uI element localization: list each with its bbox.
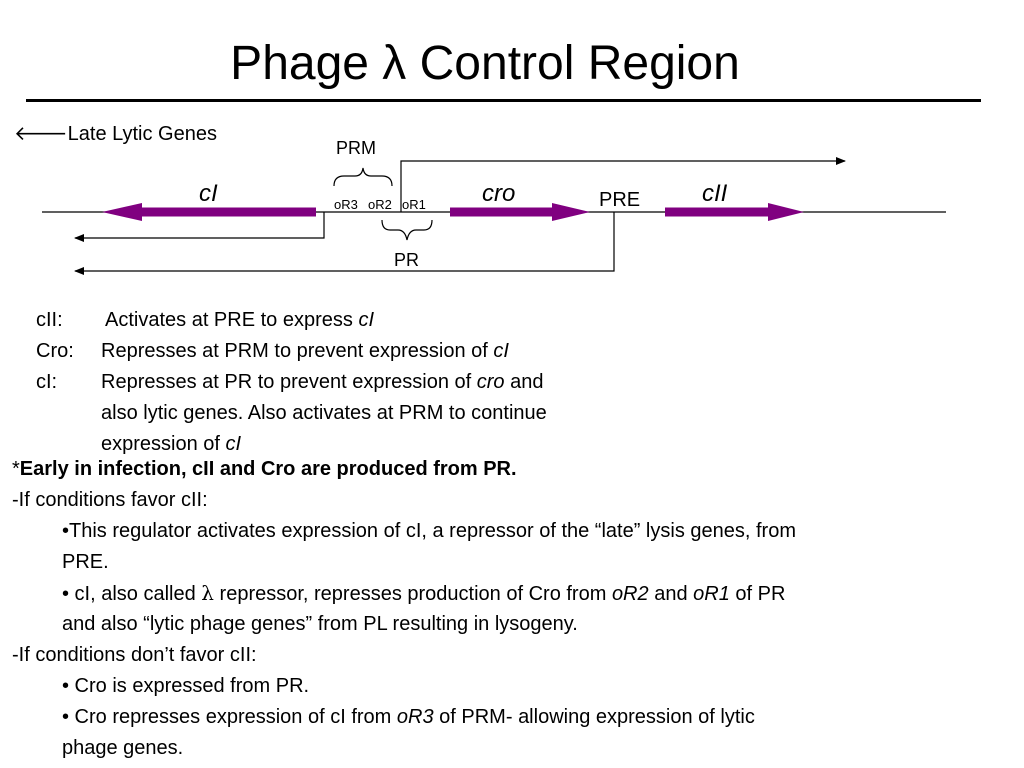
- nofavor-b2-b: of PRM- allowing expression of lytic: [433, 706, 755, 728]
- favor-heading: -If conditions favor cII:: [12, 489, 208, 511]
- early-infection-note: *Early in infection, cII and Cro are pro…: [12, 454, 517, 485]
- left-arrow-icon: 🡐: [14, 123, 68, 145]
- nofavor-b2-a: • Cro represses expression of cI from: [62, 706, 397, 728]
- note-ci-italic: cro: [476, 371, 505, 393]
- title-divider: [26, 99, 981, 102]
- ci-gene-label: cI: [199, 180, 218, 207]
- prm-brace: [333, 167, 393, 187]
- favor-b2-b: repressor, represses production of Cro f…: [213, 583, 612, 605]
- note-ci: cI: Represses at PR to prevent expression…: [36, 367, 543, 398]
- favor-b2-a: • cI, also called: [62, 583, 202, 605]
- or1-label: oR1: [402, 197, 426, 212]
- ci-gene-arrow: [102, 203, 316, 221]
- pr-label: PR: [394, 250, 420, 270]
- pr-brace: [381, 219, 433, 241]
- prm-transcript-arrow: [74, 212, 325, 242]
- late-lytic-text: Late Lytic Genes: [67, 123, 217, 145]
- nofavor-bullet-1: • Cro is expressed from PR.: [62, 675, 310, 697]
- favor-bullet-2-line-1: • cI, also called λ repressor, represses…: [62, 578, 785, 610]
- note-cro-italic: cI: [493, 340, 509, 362]
- lambda-symbol: λ: [201, 581, 214, 605]
- cro-gene-arrow: [450, 203, 590, 221]
- late-lytic-genes-label: 🡐Late Lytic Genes: [14, 121, 217, 146]
- early-infection-text: Early in infection, cII and Cro are prod…: [19, 458, 517, 480]
- note-ci-cont2-text: expression of: [101, 433, 226, 455]
- favor-b2-and: and: [648, 583, 694, 605]
- nofavor-heading: -If conditions don’t favor cII:: [12, 644, 257, 666]
- control-region-diagram: [42, 157, 946, 275]
- pre-transcript-arrow: [74, 212, 615, 275]
- cro-gene-label: cro: [482, 180, 516, 207]
- nofavor-bullet-2-line-1: • Cro represses expression of cI from oR…: [62, 702, 755, 733]
- favor-b2-or1: oR1: [693, 583, 730, 605]
- pre-label: PRE: [599, 189, 641, 211]
- favor-bullet-1-line-1: •This regulator activates expression of …: [62, 520, 796, 542]
- note-ci-prefix: cI:: [36, 371, 58, 393]
- nofavor-b2-or3: oR3: [396, 706, 434, 728]
- nofavor-bullet-2-line-2: phage genes.: [62, 737, 184, 759]
- cii-gene-arrow: [665, 203, 804, 221]
- note-cro-text: Represses at PRM to prevent expression o…: [101, 340, 494, 362]
- note-cro-prefix: Cro:: [36, 340, 74, 362]
- note-cii-prefix: cII:: [36, 309, 63, 331]
- note-ci-after: and: [504, 371, 544, 393]
- note-cro: Cro: Represses at PRM to prevent expressi…: [36, 336, 509, 367]
- note-ci-cont2: expression of cI: [101, 429, 241, 460]
- page-title: Phage λ Control Region: [230, 37, 740, 90]
- note-ci-text: Represses at PR to prevent expression of: [101, 371, 477, 393]
- note-cii: cII: Activates at PRE to express cI: [36, 305, 374, 336]
- favor-bullet-2-line-2: and also “lytic phage genes” from PL res…: [62, 613, 578, 635]
- note-ci-cont2-italic: cI: [225, 433, 242, 455]
- or2-label: oR2: [368, 197, 392, 212]
- favor-b2-c: of PR: [729, 583, 786, 605]
- note-cii-italic: cI: [358, 309, 374, 331]
- note-ci-cont1: also lytic genes. Also activates at PRM …: [101, 402, 547, 424]
- cii-gene-label: cII: [702, 180, 728, 207]
- pr-transcript-arrow: [400, 157, 846, 212]
- note-cii-text: Activates at PRE to express: [105, 309, 359, 331]
- prm-label: PRM: [336, 138, 376, 158]
- favor-bullet-1-line-2: PRE.: [62, 551, 109, 573]
- asterisk: *: [12, 458, 20, 480]
- favor-b2-or2: oR2: [611, 583, 649, 605]
- or3-label: oR3: [334, 197, 358, 212]
